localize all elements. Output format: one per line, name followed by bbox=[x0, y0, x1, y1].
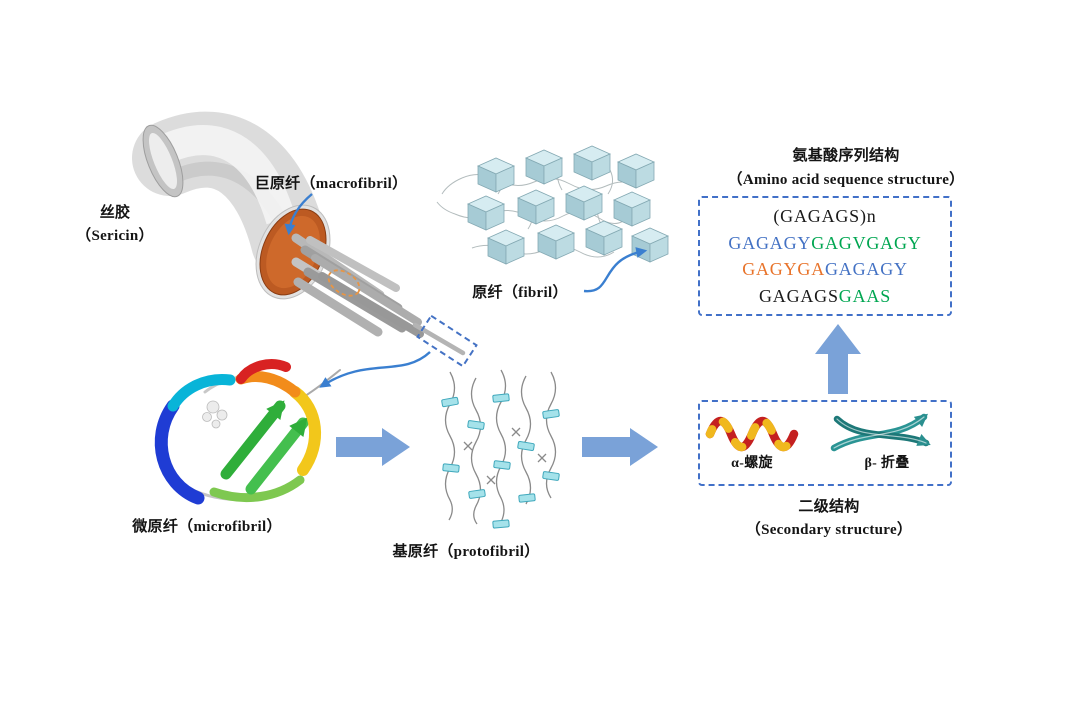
sequence-segment: GAAS bbox=[838, 286, 892, 307]
sericin-label-zh: 丝胶 bbox=[99, 205, 131, 221]
sequence-segment: GAGAGY bbox=[728, 232, 812, 253]
fibril-label: 原纤（fibril） bbox=[472, 285, 568, 301]
sequence-segment: (GAGAGS)n bbox=[773, 205, 877, 226]
crystallite-blocks bbox=[441, 393, 560, 529]
fibril-cube-network bbox=[436, 145, 669, 265]
connector-macrofibril bbox=[284, 193, 313, 236]
microfibril-protein-ribbon bbox=[154, 359, 341, 505]
secondary-structure-box bbox=[698, 400, 952, 486]
flow-arrow-secondary-to-sequence bbox=[815, 324, 861, 394]
sequence-row-4: GAGAGSGAAS bbox=[759, 287, 891, 305]
secondary-title-zh: 二级结构 bbox=[798, 499, 860, 515]
connector-arrows bbox=[284, 193, 648, 388]
macrofibril-dashed-highlight bbox=[327, 269, 361, 297]
sequence-segment: GAGVGAGY bbox=[811, 232, 922, 253]
protofibril-chains bbox=[444, 369, 557, 525]
amino-title-en: （Amino acid sequence structure） bbox=[727, 172, 965, 188]
protofibril-strands bbox=[441, 369, 560, 529]
beta-sheet-label: β- 折叠 bbox=[864, 456, 910, 471]
protein-side-chain-spheres bbox=[202, 400, 228, 429]
amino-title-zh: 氨基酸序列结构 bbox=[792, 148, 900, 164]
connector-microfibril bbox=[319, 351, 431, 388]
connector-fibril bbox=[583, 247, 648, 293]
sericin-label: 丝胶 （Sericin） bbox=[76, 202, 154, 248]
secondary-title-en: （Secondary structure） bbox=[745, 522, 913, 538]
macrofibril-label: 巨原纤（macrofibril） bbox=[254, 176, 408, 192]
alpha-helix-label: α-螺旋 bbox=[731, 456, 773, 471]
sequence-row-3: GAGYGAGAGAGY bbox=[742, 260, 908, 278]
fiber-end-cap bbox=[142, 124, 184, 198]
microfibril-label: 微原纤（microfibril） bbox=[132, 519, 282, 535]
sequence-segment: GAGYGA bbox=[742, 259, 825, 280]
alpha-helix-icon bbox=[705, 416, 799, 452]
fiber-tip-dashed-outline bbox=[416, 314, 478, 368]
sericin-label-en: （Sericin） bbox=[76, 228, 154, 244]
beta-sheet-icon bbox=[830, 413, 931, 452]
macrofibril-bundle-rods bbox=[291, 233, 466, 356]
sequence-row-1: (GAGAGS)n bbox=[773, 207, 876, 225]
amino-acid-sequence-box: (GAGAGS)n GAGAGYGAGVGAGY GAGYGAGAGAGY GA… bbox=[698, 196, 952, 316]
sequence-segment: GAGAGS bbox=[758, 286, 839, 307]
protofibril-label: 基原纤（protofibril） bbox=[392, 544, 540, 560]
flow-arrow-protofibril-to-secondary bbox=[582, 428, 658, 466]
flow-arrow-microfibril-to-protofibril bbox=[336, 428, 410, 466]
sequence-row-2: GAGAGYGAGVGAGY bbox=[728, 234, 921, 252]
silk-fiber-illustration bbox=[132, 111, 478, 368]
sequence-segment: GAGAGY bbox=[825, 259, 908, 280]
